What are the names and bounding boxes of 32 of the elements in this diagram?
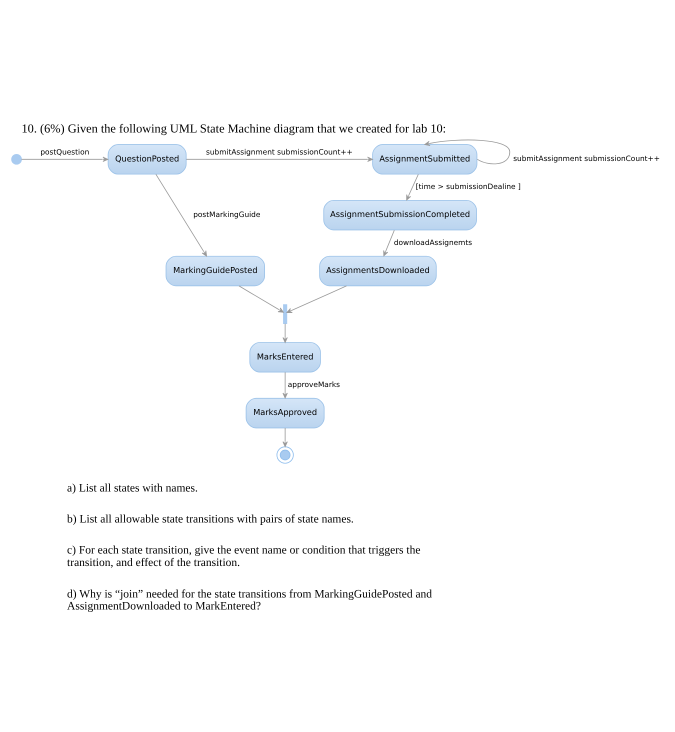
node-circle bbox=[11, 154, 22, 165]
edge-label: postMarkingGuide bbox=[193, 210, 260, 219]
edge-label: submitAssignment submissionCount++ bbox=[513, 154, 660, 164]
diagram-title: 10. (6%) Given the following UML State Machine diagram that we created for lab 10: bbox=[22, 121, 446, 136]
label: c) For each state transition, give the event name or condition that triggers the transition, and effect of the transition. bbox=[67, 544, 420, 570]
label: d) Why is “join” needed for the state transitions from MarkingGuidePosted and AssignmentDownloaded to MarkEntered? bbox=[67, 588, 432, 613]
edge-label: [time > submissionDealine ] bbox=[416, 182, 521, 192]
arrow bbox=[286, 285, 347, 313]
label: b) List all allowable state transitions with pairs of state names. bbox=[67, 514, 354, 526]
edge-label: submitAssignment submissionCount++ bbox=[206, 148, 353, 157]
arrow bbox=[156, 174, 207, 256]
node-bar bbox=[283, 304, 288, 324]
node-box: AssignmentSubmissionCompleted bbox=[323, 200, 477, 230]
node-box: MarkingGuidePosted bbox=[166, 256, 266, 286]
edge-label: approveMarks bbox=[288, 380, 340, 389]
arrow bbox=[282, 323, 288, 343]
arrow bbox=[186, 156, 373, 162]
label: a) List all states with names. bbox=[67, 482, 198, 494]
node-box: AssignmentSubmitted bbox=[372, 144, 478, 175]
edge-label: downloadAssignemts bbox=[394, 238, 472, 247]
arrow bbox=[424, 140, 510, 164]
arrow bbox=[406, 174, 419, 200]
arrow bbox=[21, 156, 108, 162]
node-circle bbox=[276, 446, 294, 464]
arrow bbox=[282, 372, 288, 398]
arrow bbox=[238, 285, 284, 313]
node-box: MarksEntered bbox=[249, 342, 321, 372]
arrow bbox=[282, 428, 288, 448]
node-box: MarksApproved bbox=[246, 398, 325, 428]
node-box: AssignmentsDownloaded bbox=[319, 256, 437, 286]
edge-label: postQuestion bbox=[40, 148, 90, 157]
node-box: QuestionPosted bbox=[108, 144, 187, 175]
